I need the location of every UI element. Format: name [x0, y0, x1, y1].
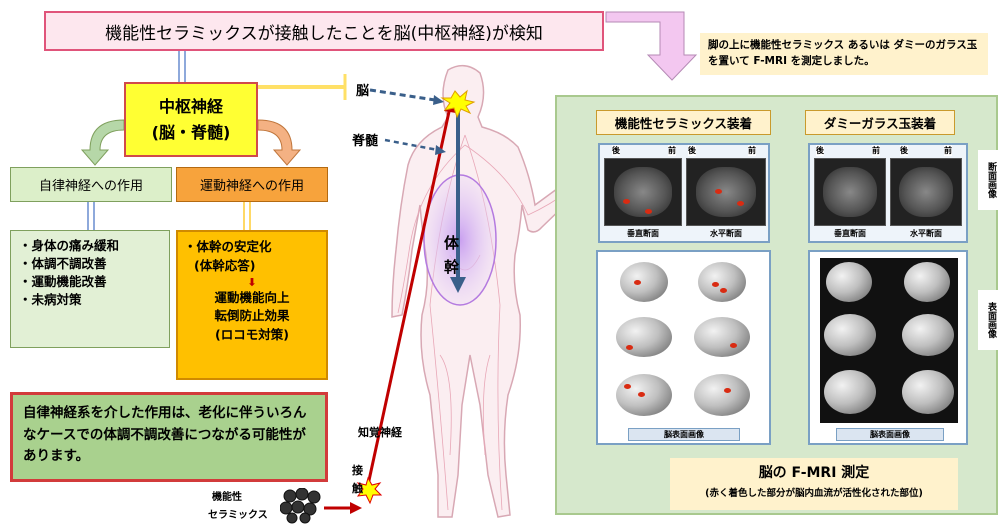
horizontal-caption: 水平断面 — [686, 228, 766, 239]
info-text: 脚の上に機能性セラミックス あるいは ダミーのガラス玉を置いて F-MRI を測… — [708, 39, 978, 67]
list-item: ・体調不調改善 — [19, 256, 107, 272]
ceramic-worn-label-text: 機能性セラミックス装着 — [614, 116, 753, 131]
motor-list: ・体幹の安定化 (体幹応答) ⬇ 運動機能向上 転倒防止効果 (ロコモ対策) — [176, 230, 328, 380]
brain-label: 脳 — [356, 84, 370, 99]
sagittal-slice-image — [814, 158, 886, 226]
sagittal-caption: 垂直断面 — [814, 228, 886, 239]
motor-line4: 転倒防止効果 — [214, 308, 290, 324]
horizontal-slice-image — [890, 158, 962, 226]
front-label: 前 — [872, 145, 880, 156]
list-item: ・身体の痛み緩和 — [19, 238, 120, 253]
cns-line1: 中枢神経 — [158, 96, 223, 116]
motor-line1: ・体幹の安定化 — [184, 239, 272, 254]
contact-label-2: 触 — [352, 482, 363, 495]
ceramic-surface-frame: 脳表面画像 — [596, 250, 771, 445]
fmri-title: 脳の F-MRI 測定 — [758, 465, 870, 481]
info-box: 脚の上に機能性セラミックス あるいは ダミーのガラス玉を置いて F-MRI を測… — [700, 33, 988, 75]
human-body-figure — [356, 64, 586, 518]
horizontal-caption: 水平断面 — [890, 228, 962, 239]
cns-line2: (脳・脊髄) — [151, 122, 231, 142]
brain-activation-icon — [440, 89, 476, 119]
motor-line3: 運動機能向上 — [214, 289, 290, 305]
front-label: 前 — [668, 145, 676, 156]
fmri-caption-box: 脳の F-MRI 測定 (赤く着色した部分が脳内血流が活性化された部位) — [670, 458, 958, 510]
list-item: ・未病対策 — [19, 292, 82, 308]
back-label: 後 — [612, 145, 620, 156]
surface-caption: 脳表面画像 — [836, 428, 944, 441]
fmri-subtitle: (赤く着色した部分が脳内血流が活性化された部位) — [705, 488, 923, 499]
sensory-nerve-label: 知覚神経 — [358, 426, 402, 439]
ceramic-balls-image — [280, 488, 362, 524]
surface-caption: 脳表面画像 — [628, 428, 740, 441]
title-text: 機能性セラミックスが接触したことを脳(中枢神経)が検知 — [105, 23, 543, 44]
autonomic-list: ・身体の痛み緩和 ・体調不調改善 ・運動機能改善 ・未病対策 — [10, 230, 170, 348]
pink-arrow — [605, 11, 698, 81]
spine-label: 脊髄 — [352, 134, 379, 149]
note-text: 自律神経系を介した作用は、老化に伴ういろんなケースでの体調不調改善につながる可能… — [23, 405, 307, 465]
horizontal-slice-image — [686, 158, 766, 226]
back-label: 後 — [900, 145, 908, 156]
central-nervous-box: 中枢神経 (脳・脊髄) — [124, 82, 258, 157]
dummy-worn-label-text: ダミーガラス玉装着 — [823, 116, 937, 131]
autonomic-heading-text: 自律神経への作用 — [38, 179, 143, 194]
dummy-surface-frame: 脳表面画像 — [808, 250, 968, 445]
autonomic-heading: 自律神経への作用 — [10, 167, 172, 202]
dummy-worn-label: ダミーガラス玉装着 — [805, 110, 955, 135]
front-label: 前 — [944, 145, 952, 156]
trunk-label-2: 幹 — [444, 258, 460, 276]
motor-line5: (ロコモ対策) — [215, 327, 289, 343]
sagittal-caption: 垂直断面 — [604, 228, 682, 239]
trunk-label-1: 体 — [444, 234, 460, 252]
list-item: ・運動機能改善 — [19, 274, 107, 290]
ceramic-label-1: 機能性 — [212, 492, 242, 503]
back-label: 後 — [816, 145, 824, 156]
sagittal-slice-image — [604, 158, 682, 226]
down-arrow-icon: ⬇ — [247, 275, 257, 289]
surface-image-tab: 表面画像 — [978, 290, 998, 350]
contact-burst-icon — [356, 476, 383, 505]
ceramic-worn-label: 機能性セラミックス装着 — [596, 110, 771, 135]
section-image-tab: 断面画像 — [978, 150, 998, 210]
motor-heading-text: 運動神経への作用 — [199, 179, 304, 194]
note-box: 自律神経系を介した作用は、老化に伴ういろんなケースでの体調不調改善につながる可能… — [10, 392, 328, 482]
ceramic-label-2: セラミックス — [208, 510, 268, 521]
back-label: 後 — [688, 145, 696, 156]
title-box: 機能性セラミックスが接触したことを脳(中枢神経)が検知 — [44, 11, 604, 51]
motor-line2: (体幹応答) — [194, 257, 256, 273]
motor-heading: 運動神経への作用 — [176, 167, 328, 202]
contact-label-1: 接 — [352, 464, 363, 477]
front-label: 前 — [748, 145, 756, 156]
